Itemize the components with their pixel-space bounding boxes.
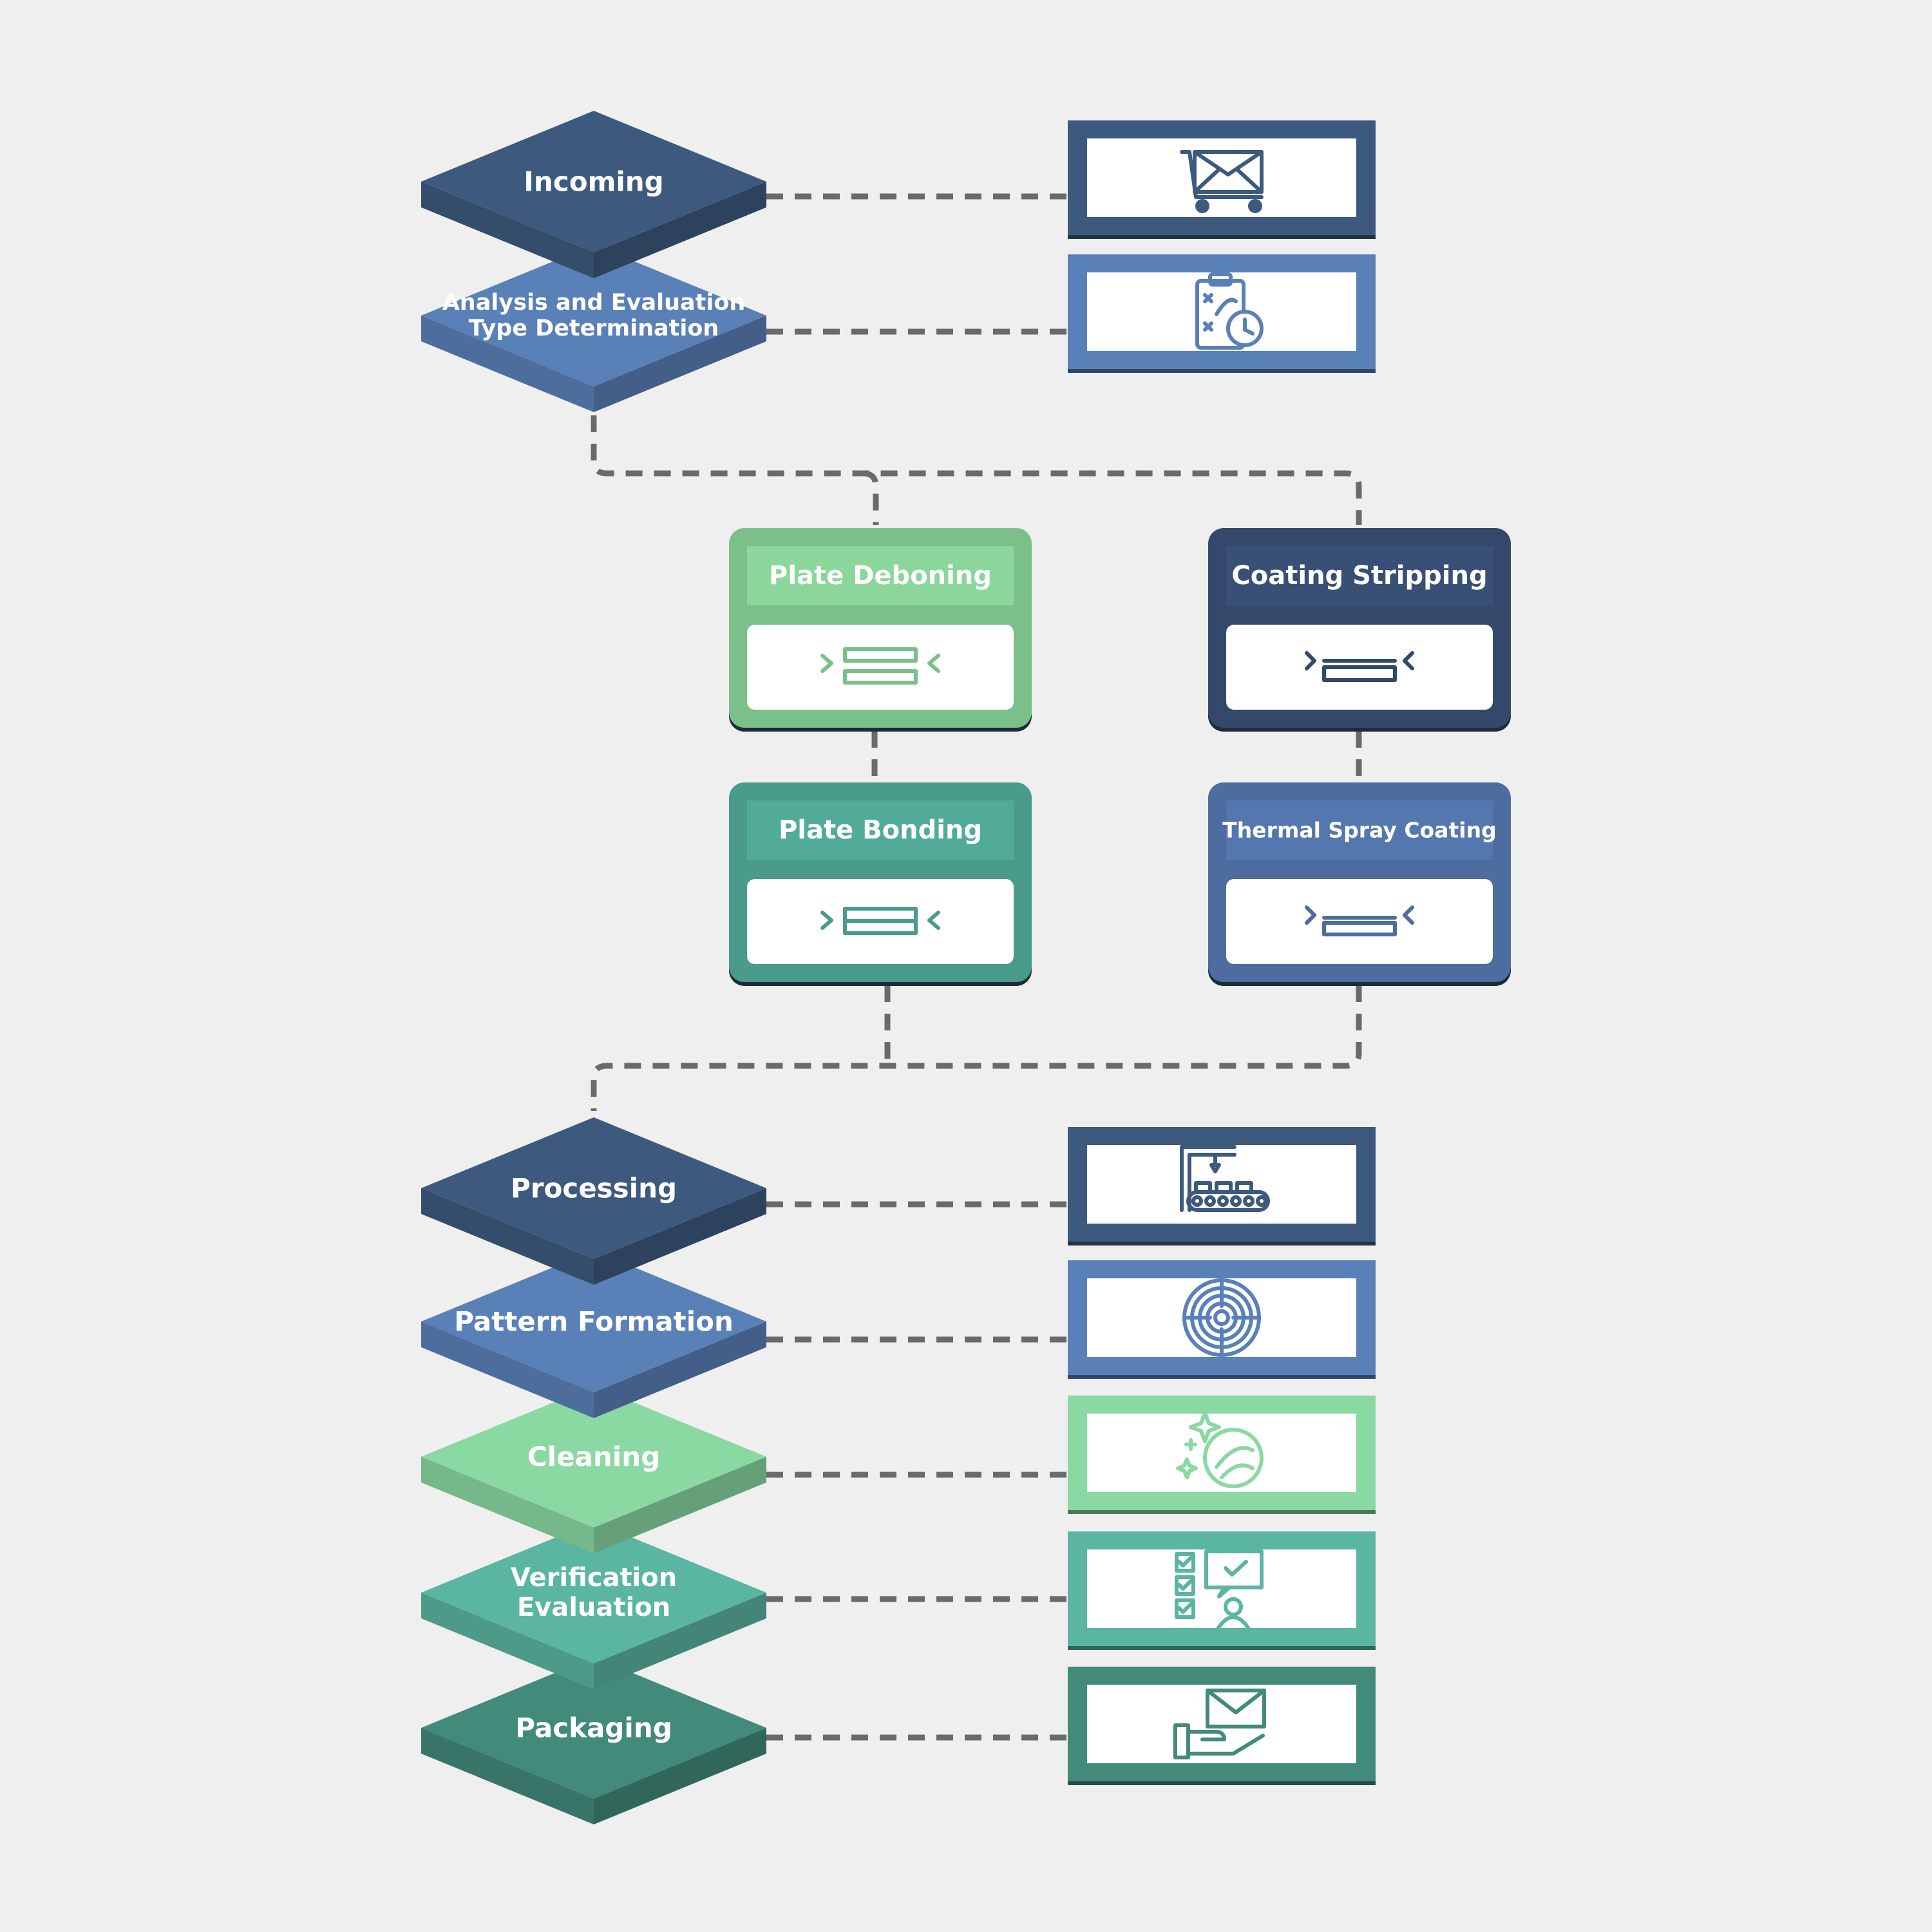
stage-top-face xyxy=(421,245,766,386)
stage-left-face xyxy=(421,1728,594,1824)
card-panel xyxy=(1087,1685,1356,1763)
stage-top-face xyxy=(421,1251,766,1392)
stage-right-face xyxy=(594,316,766,412)
coating-strip-icon xyxy=(1305,651,1414,682)
branch-title: Plate Bonding xyxy=(779,815,982,845)
bottom-stage-4[interactable]: Packaging xyxy=(421,1657,766,1824)
stage-right-face xyxy=(594,1188,766,1285)
connector-lines xyxy=(591,193,1362,1741)
bottom-icon-card-4 xyxy=(1068,1667,1376,1785)
stage-right-face xyxy=(594,182,766,278)
connector-split xyxy=(591,415,1362,525)
plate-join-icon xyxy=(820,907,940,935)
top-stage-0[interactable]: Incoming xyxy=(421,111,766,278)
connector-merge xyxy=(591,985,1362,1111)
bottom-stage-2[interactable]: Cleaning xyxy=(421,1386,766,1553)
branch-right-1[interactable]: Thermal Spray Coating xyxy=(1208,782,1511,986)
bottom-stage-label: Processing xyxy=(511,1173,677,1204)
checklist-review-icon xyxy=(1175,1549,1264,1631)
branch-header xyxy=(747,800,1014,860)
top-stage-label: Incoming xyxy=(524,166,663,198)
spray-coating-icon xyxy=(1305,905,1414,936)
top-stage-label: Type Determination xyxy=(469,316,719,341)
branch-right-0[interactable]: Coating Stripping xyxy=(1208,528,1511,732)
branch-title: Coating Stripping xyxy=(1231,561,1487,591)
stage-left-face xyxy=(421,1321,594,1418)
stage-right-face xyxy=(594,1728,766,1824)
stage-left-face xyxy=(421,1188,594,1285)
bottom-stage-label: Pattern Formation xyxy=(454,1306,734,1338)
bottom-icon-card-0 xyxy=(1068,1127,1376,1245)
cart-envelope-icon xyxy=(1180,150,1264,213)
stage-top-face xyxy=(421,1522,766,1663)
branch-title: Thermal Spray Coating xyxy=(1222,818,1496,843)
branch-title: Plate Deboning xyxy=(769,561,992,591)
concentric-pattern-icon xyxy=(1182,1278,1261,1357)
top-icon-card-1 xyxy=(1068,254,1376,373)
bottom-icon-card-2 xyxy=(1068,1396,1376,1514)
stage-top-face xyxy=(421,1117,766,1259)
clipboard-plan-icon xyxy=(1195,272,1264,350)
card-panel xyxy=(1087,1414,1356,1492)
stage-top-face xyxy=(421,111,766,252)
bottom-icon-card-1 xyxy=(1068,1260,1376,1379)
branch-header xyxy=(1226,546,1493,605)
top-icon-card-0 xyxy=(1068,120,1376,239)
plate-separate-icon xyxy=(820,647,940,685)
stage-left-face xyxy=(421,1457,594,1553)
hand-envelope-icon xyxy=(1173,1689,1266,1759)
branch-panel xyxy=(747,625,1014,710)
connector-split-left xyxy=(862,470,879,525)
stage-left-face xyxy=(421,316,594,412)
stage-right-face xyxy=(594,1593,766,1689)
stage-top-face xyxy=(421,1657,766,1799)
bottom-stage-label: Evaluation xyxy=(517,1593,670,1622)
icon-card-column xyxy=(1068,120,1376,1785)
branch-header xyxy=(747,546,1014,605)
sparkle-cleaning-icon xyxy=(1176,1411,1264,1488)
stage-right-face xyxy=(594,1457,766,1553)
bottom-stage-1[interactable]: Pattern Formation xyxy=(421,1251,766,1418)
stage-right-face xyxy=(594,1321,766,1418)
stage-left-face xyxy=(421,1593,594,1689)
conveyor-machine-icon xyxy=(1180,1145,1270,1212)
bottom-stage-label: Packaging xyxy=(515,1712,672,1744)
branch-left-1[interactable]: Plate Bonding xyxy=(729,782,1032,986)
stage-left-face xyxy=(421,182,594,278)
top-stage-label: Analysis and Evaluation xyxy=(442,290,746,316)
bottom-stage-label: Cleaning xyxy=(527,1441,660,1473)
stage-top-face xyxy=(421,1386,766,1528)
bottom-stage-0[interactable]: Processing xyxy=(421,1117,766,1285)
bottom-icon-card-3 xyxy=(1068,1531,1376,1650)
branch-header xyxy=(1226,800,1493,860)
bottom-stage-label: Verification xyxy=(511,1563,677,1593)
branch-left-0[interactable]: Plate Deboning xyxy=(729,528,1032,732)
